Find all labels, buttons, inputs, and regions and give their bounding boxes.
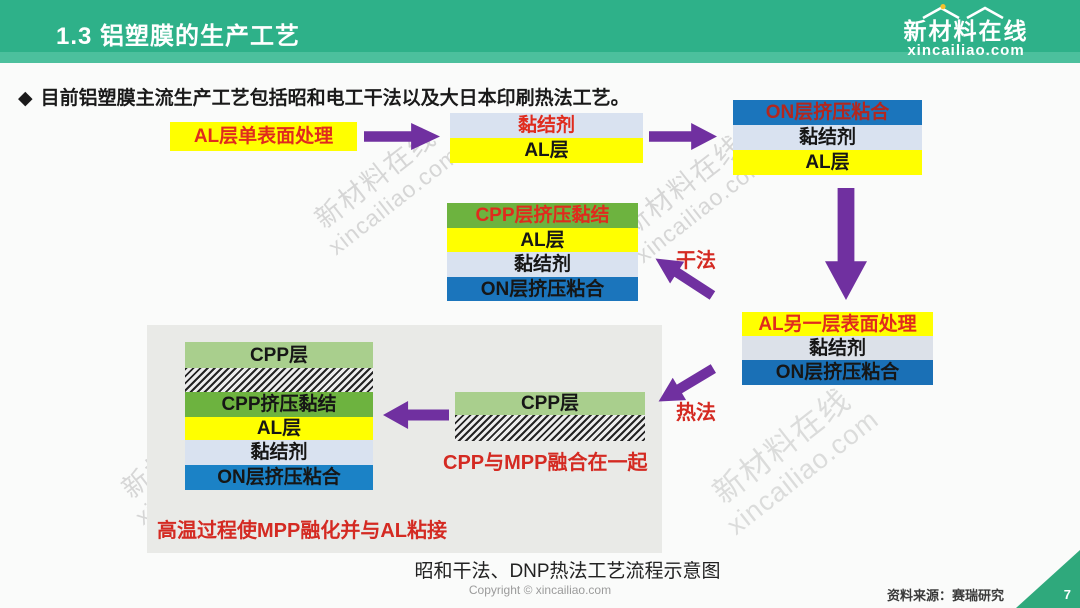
intro-text: 目前铝塑膜主流生产工艺包括昭和电工干法以及大日本印刷热法工艺。 bbox=[40, 88, 630, 109]
layer-row: 黏结剂 bbox=[185, 440, 373, 465]
layer-row: ON层挤压粘合 bbox=[742, 360, 933, 385]
layer-row: CPP层 bbox=[185, 342, 373, 368]
layer-row: AL层单表面处理 bbox=[170, 122, 357, 151]
layer-row: AL层 bbox=[450, 138, 643, 163]
header-bar: 1.3 铝塑膜的生产工艺 新材料在线 xincailiao.com bbox=[0, 0, 1080, 63]
layer-row: CPP挤压黏结 bbox=[185, 392, 373, 417]
arrow-right-step2-to-step3 bbox=[649, 123, 717, 150]
note-high-temp-bonding: 高温过程使MPP融化并与AL粘接 bbox=[157, 520, 447, 542]
layer-row: 黏结剂 bbox=[450, 113, 643, 138]
arrow-down-step3-to-step4 bbox=[825, 188, 867, 300]
logo-domain: xincailiao.com bbox=[907, 42, 1025, 60]
logo-roofs-icon bbox=[922, 4, 1004, 19]
watermark-tile: 新材料在线 xincailiao.com bbox=[699, 376, 885, 542]
layer-row: AL层 bbox=[447, 228, 638, 252]
stack-step1-al-surface-treatment: AL层单表面处理 bbox=[170, 122, 357, 151]
layer-row: ON层挤压粘合 bbox=[733, 100, 922, 125]
stack-heat-cpp-mpp: CPP层 bbox=[455, 392, 645, 441]
layer-row-hatched bbox=[185, 368, 373, 392]
figure-caption: 昭和干法、DNP热法工艺流程示意图 bbox=[414, 561, 721, 582]
arrow-right-step1-to-step2 bbox=[364, 123, 440, 150]
page-title: 1.3 铝塑膜的生产工艺 bbox=[56, 23, 301, 50]
brand-logo: 新材料在线 xincailiao.com bbox=[896, 4, 1036, 60]
arrow-left-heat-to-final bbox=[383, 401, 449, 429]
layer-row: AL另一层表面处理 bbox=[742, 312, 933, 336]
logo-star-icon bbox=[940, 4, 946, 10]
layer-row: ON层挤压粘合 bbox=[447, 277, 638, 301]
layer-row-hatched bbox=[455, 415, 645, 441]
layer-row: AL层 bbox=[733, 150, 922, 175]
note-cpp-mpp-fused: CPP与MPP融合在一起 bbox=[443, 452, 648, 474]
intro-bullet-line: ◆ 目前铝塑膜主流生产工艺包括昭和电工干法以及大日本印刷热法工艺。 bbox=[18, 83, 630, 110]
label-heat-method: 热法 bbox=[676, 402, 716, 424]
source-text: 资料来源：赛瑞研究 bbox=[886, 588, 1004, 603]
logo-name: 新材料在线 bbox=[903, 18, 1029, 44]
header-accent-strip bbox=[0, 52, 1080, 63]
page-number: 7 bbox=[1063, 587, 1071, 602]
copyright-text: Copyright © xincailiao.com bbox=[468, 583, 612, 597]
layer-row: CPP层 bbox=[455, 392, 645, 415]
layer-row: AL层 bbox=[185, 417, 373, 440]
layer-row: 黏结剂 bbox=[733, 125, 922, 150]
layer-row: ON层挤压粘合 bbox=[185, 465, 373, 490]
corner-triangle bbox=[1016, 550, 1080, 608]
arrow-downleft-heat-method bbox=[652, 357, 720, 412]
label-dry-method: 干法 bbox=[676, 250, 716, 272]
layer-row: 黏结剂 bbox=[742, 336, 933, 360]
diamond-bullet-icon: ◆ bbox=[18, 88, 33, 109]
layer-row: 黏结剂 bbox=[447, 252, 638, 277]
layer-row: CPP层挤压黏结 bbox=[447, 203, 638, 228]
arrow-upleft-dry-method bbox=[648, 248, 719, 307]
